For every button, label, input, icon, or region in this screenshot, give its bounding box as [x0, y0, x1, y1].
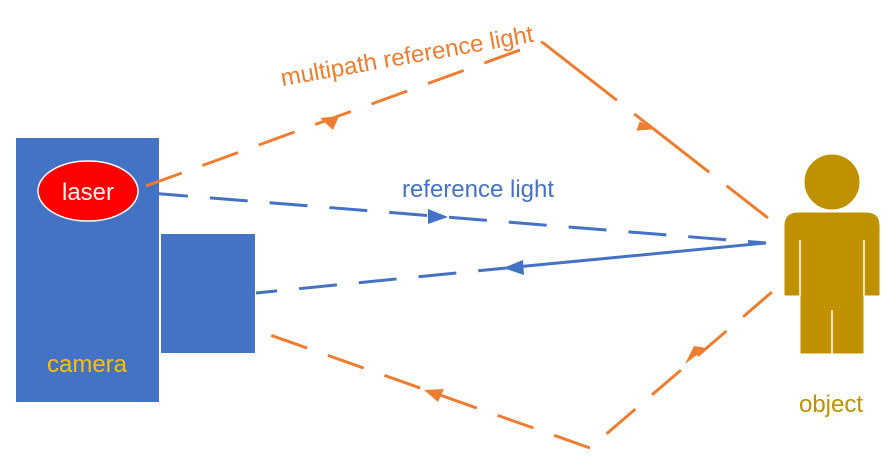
reference-arrow-return [503, 260, 524, 275]
multipath-segment-out [145, 40, 543, 188]
multipath-segment-return-up [589, 290, 773, 450]
object-label: object [799, 391, 863, 418]
reference-segment-return-dashed [255, 265, 517, 295]
laser-emitter [37, 160, 139, 222]
person-icon [783, 153, 881, 355]
multipath-arrow-out [320, 116, 339, 130]
reference-arrow-out [428, 209, 448, 224]
camera-label: camera [47, 351, 128, 378]
reference-beam [149, 191, 767, 295]
multipath-segment-return-back [255, 328, 591, 450]
reference-light-label: reference light [402, 176, 554, 203]
reference-segment-return-solid [515, 241, 767, 269]
person-head [803, 153, 861, 211]
multipath-segment-down [541, 40, 769, 220]
camera-lens [161, 234, 255, 353]
reference-segment-out [149, 191, 767, 245]
person-torso [783, 211, 881, 355]
multipath-arrow-return-up [685, 346, 706, 364]
multipath-beam [145, 40, 773, 450]
multipath-arrow-down [636, 121, 656, 131]
laser-label: laser [62, 179, 114, 206]
multipath-arrow-return-back [424, 389, 444, 402]
multipath-reference-light-label: multipath reference light [279, 21, 536, 92]
